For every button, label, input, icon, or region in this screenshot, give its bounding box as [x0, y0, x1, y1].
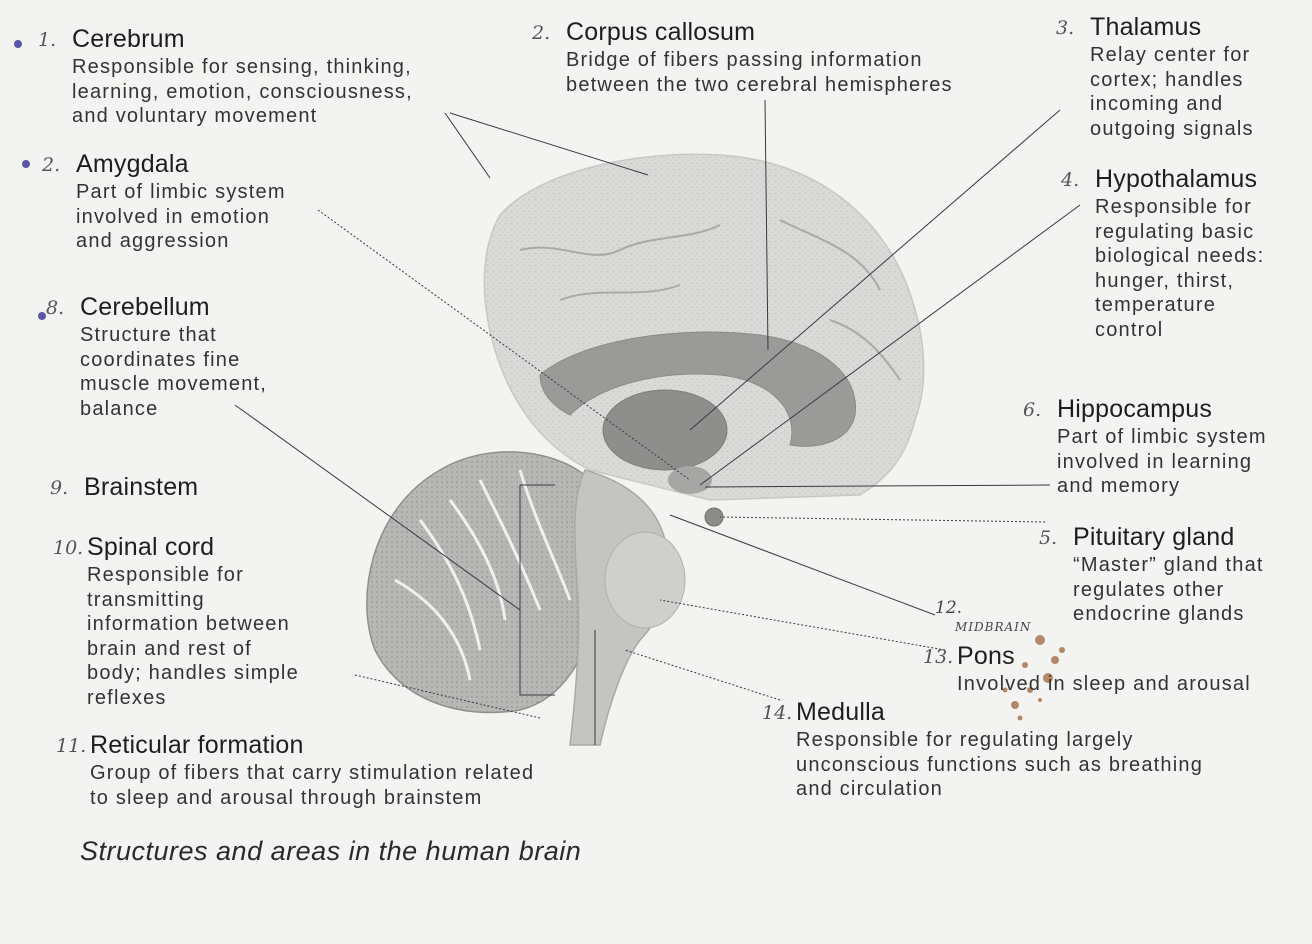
hypothalamus-shape	[668, 466, 712, 494]
label-description: Responsible for regulating largely uncon…	[796, 729, 1204, 800]
label-number: 9.	[50, 477, 69, 499]
label-reticular-formation: 11. Reticular formation Group of fibers …	[56, 731, 535, 810]
leader-brainstem	[519, 484, 555, 696]
label-spinal-cord: 10. Spinal cord Responsible for transmit…	[53, 533, 299, 710]
label-number: 6.	[1023, 399, 1042, 421]
label-description: Part of limbic system involved in emotio…	[76, 181, 286, 252]
handwritten-midbrain-number: 12.	[935, 598, 963, 618]
label-thalamus: 3. Thalamus Relay center for cortex; han…	[1056, 13, 1254, 141]
label-title: Hypothalamus	[1095, 165, 1258, 193]
label-number: 4.	[1061, 169, 1080, 191]
pen-dot	[38, 312, 46, 320]
label-description: Responsible for transmitting information…	[87, 564, 299, 709]
label-description: Responsible for regulating basic biologi…	[1095, 196, 1265, 341]
label-description: Bridge of fibers passing information bet…	[566, 49, 953, 96]
label-pons: 13. Pons Involved in sleep and arousal	[923, 642, 1251, 697]
label-description: Part of limbic system involved in learni…	[1057, 426, 1267, 497]
label-number: 5.	[1039, 527, 1058, 549]
leader-cerebellum	[234, 404, 521, 611]
label-title: Thalamus	[1090, 13, 1202, 41]
leader-cerebrum	[444, 112, 491, 179]
leader-cerebrum-2	[449, 112, 649, 176]
label-title: Pituitary gland	[1073, 523, 1235, 551]
label-cerebrum: 1. Cerebrum Responsible for sensing, thi…	[38, 25, 413, 129]
label-number: 11.	[56, 735, 87, 757]
stain-marks	[1002, 635, 1065, 721]
label-description: Involved in sleep and arousal	[957, 673, 1251, 695]
corpus-callosum-shape	[539, 331, 857, 447]
label-title: Reticular formation	[90, 731, 304, 759]
leader-thalamus	[689, 109, 1061, 431]
label-brainstem: 9. Brainstem	[50, 473, 199, 503]
label-title: Pons	[957, 642, 1015, 670]
pons-shape	[604, 531, 686, 629]
label-description: Structure that coordinates fine muscle m…	[80, 324, 268, 420]
label-description: Relay center for cortex; handles incomin…	[1090, 44, 1254, 140]
label-number: 10.	[53, 537, 84, 559]
leader-pons	[659, 599, 946, 651]
pituitary-shape	[704, 507, 724, 527]
figure-caption: Structures and areas in the human brain	[80, 836, 582, 866]
label-title: Cerebrum	[72, 25, 185, 53]
leader-lines	[234, 99, 1081, 745]
label-number: 3.	[1056, 17, 1075, 39]
label-hippocampus: 6. Hippocampus Part of limbic system inv…	[1023, 395, 1267, 499]
label-description: Group of fibers that carry stimulation r…	[90, 762, 535, 809]
label-cerebellum: 8. Cerebellum Structure that coordinates…	[46, 293, 268, 421]
label-title: Corpus callosum	[566, 18, 756, 46]
label-medulla: 14. Medulla Responsible for regulating l…	[762, 698, 1204, 802]
pen-dot	[22, 160, 30, 168]
thalamus-shape	[602, 389, 728, 471]
leader-corpus-callosum	[764, 99, 769, 351]
leader-midbrain	[669, 514, 936, 616]
label-description: Responsible for sensing, thinking, learn…	[72, 56, 413, 127]
label-number: 2.	[532, 22, 551, 44]
cerebellum-folia	[394, 469, 572, 681]
leader-hypothalamus	[699, 204, 1081, 486]
label-title: Brainstem	[84, 473, 199, 501]
label-description: “Master” gland that regulates other endo…	[1073, 554, 1264, 625]
pen-dot	[14, 40, 22, 48]
label-title: Cerebellum	[80, 293, 210, 321]
label-title: Hippocampus	[1057, 395, 1213, 423]
label-amygdala: 2. Amygdala Part of limbic system involv…	[42, 150, 286, 254]
leader-pituitary	[719, 516, 1046, 523]
gyri-lines	[519, 219, 901, 381]
label-title: Spinal cord	[87, 533, 215, 561]
label-corpus-callosum: 2. Corpus callosum Bridge of fibers pass…	[532, 18, 953, 97]
leader-medulla	[624, 649, 781, 701]
label-number: 2.	[42, 154, 61, 176]
label-number: 8.	[46, 297, 65, 319]
leader-amygdala	[317, 209, 691, 481]
handwritten-midbrain-label: MIDBRAIN	[955, 620, 1032, 634]
label-title: Amygdala	[76, 150, 189, 178]
label-number: 13.	[923, 646, 954, 668]
label-pituitary-gland: 5. Pituitary gland “Master” gland that r…	[1039, 523, 1264, 627]
label-number: 14.	[762, 702, 793, 724]
label-number: 1.	[38, 29, 57, 51]
leader-hippocampus	[704, 484, 1051, 488]
label-title: Medulla	[796, 698, 885, 726]
label-hypothalamus: 4. Hypothalamus Responsible for regulati…	[1061, 165, 1265, 342]
